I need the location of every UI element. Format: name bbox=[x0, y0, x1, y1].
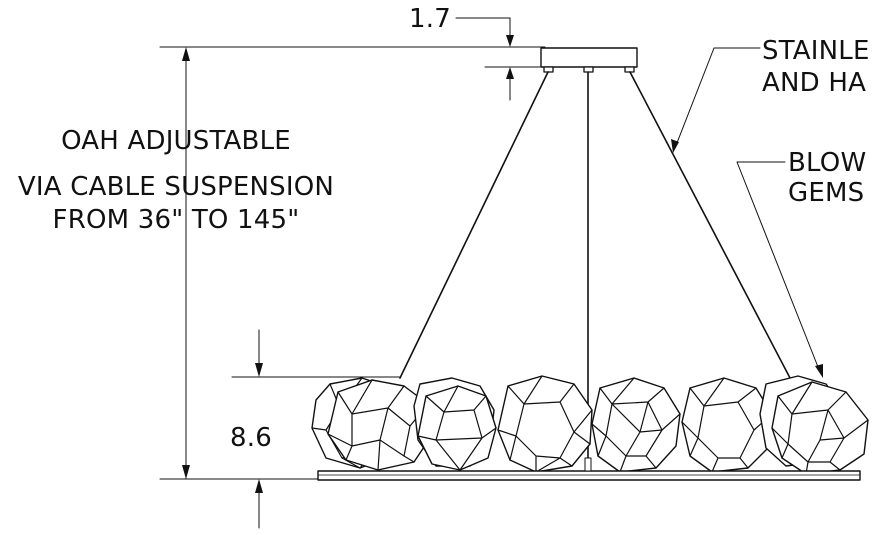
gem-facets bbox=[681, 377, 773, 473]
fixture-ring bbox=[317, 470, 861, 481]
center-cable-fitting bbox=[584, 457, 592, 472]
glass-gems bbox=[311, 375, 869, 475]
canopy bbox=[540, 47, 638, 68]
cable-right bbox=[629, 71, 791, 379]
cable-callout-line1: STAINLE bbox=[762, 36, 870, 66]
cable-callout-arrow bbox=[671, 139, 679, 153]
gem-facets bbox=[327, 379, 429, 471]
canopy-dim-leader bbox=[455, 17, 511, 31]
oah-arrow-bottom bbox=[182, 465, 190, 479]
gem-facets bbox=[591, 377, 681, 473]
gem-shade bbox=[497, 375, 593, 473]
gem-shade bbox=[771, 381, 869, 475]
canopy-fitting-right bbox=[624, 66, 635, 73]
cable-callout-leader bbox=[674, 47, 761, 149]
gem-shade bbox=[681, 377, 773, 473]
shade-dim-arrow-top bbox=[255, 363, 263, 377]
canopy-dim-arrow-top bbox=[506, 35, 514, 47]
gem-facets bbox=[497, 375, 593, 473]
gems-callout-arrow bbox=[815, 364, 823, 378]
oah-arrow-top bbox=[182, 47, 190, 61]
oah-note-line3: FROM 36" TO 145" bbox=[52, 205, 300, 235]
gem-facets bbox=[771, 381, 869, 475]
shade-height-value: 8.6 bbox=[230, 423, 272, 453]
cable-left bbox=[399, 71, 549, 379]
gems-callout-line2: GEMS bbox=[788, 178, 865, 208]
gems-callout-line1: BLOW bbox=[788, 148, 867, 178]
canopy-fitting-left bbox=[543, 66, 554, 73]
oah-note-line1: OAH ADJUSTABLE bbox=[61, 126, 291, 156]
canopy-dim-arrow-bottom bbox=[506, 67, 514, 79]
cable-callout-line2: AND HA bbox=[762, 68, 867, 98]
gem-shade bbox=[327, 379, 431, 471]
oah-note-line2: VIA CABLE SUSPENSION bbox=[17, 172, 335, 202]
gem-facets bbox=[417, 385, 497, 471]
shade-dim-arrow-bottom bbox=[255, 479, 263, 493]
gems-callout-leader bbox=[736, 161, 821, 373]
canopy-fitting-center bbox=[583, 66, 594, 73]
canopy-height-value: 1.7 bbox=[409, 4, 451, 34]
